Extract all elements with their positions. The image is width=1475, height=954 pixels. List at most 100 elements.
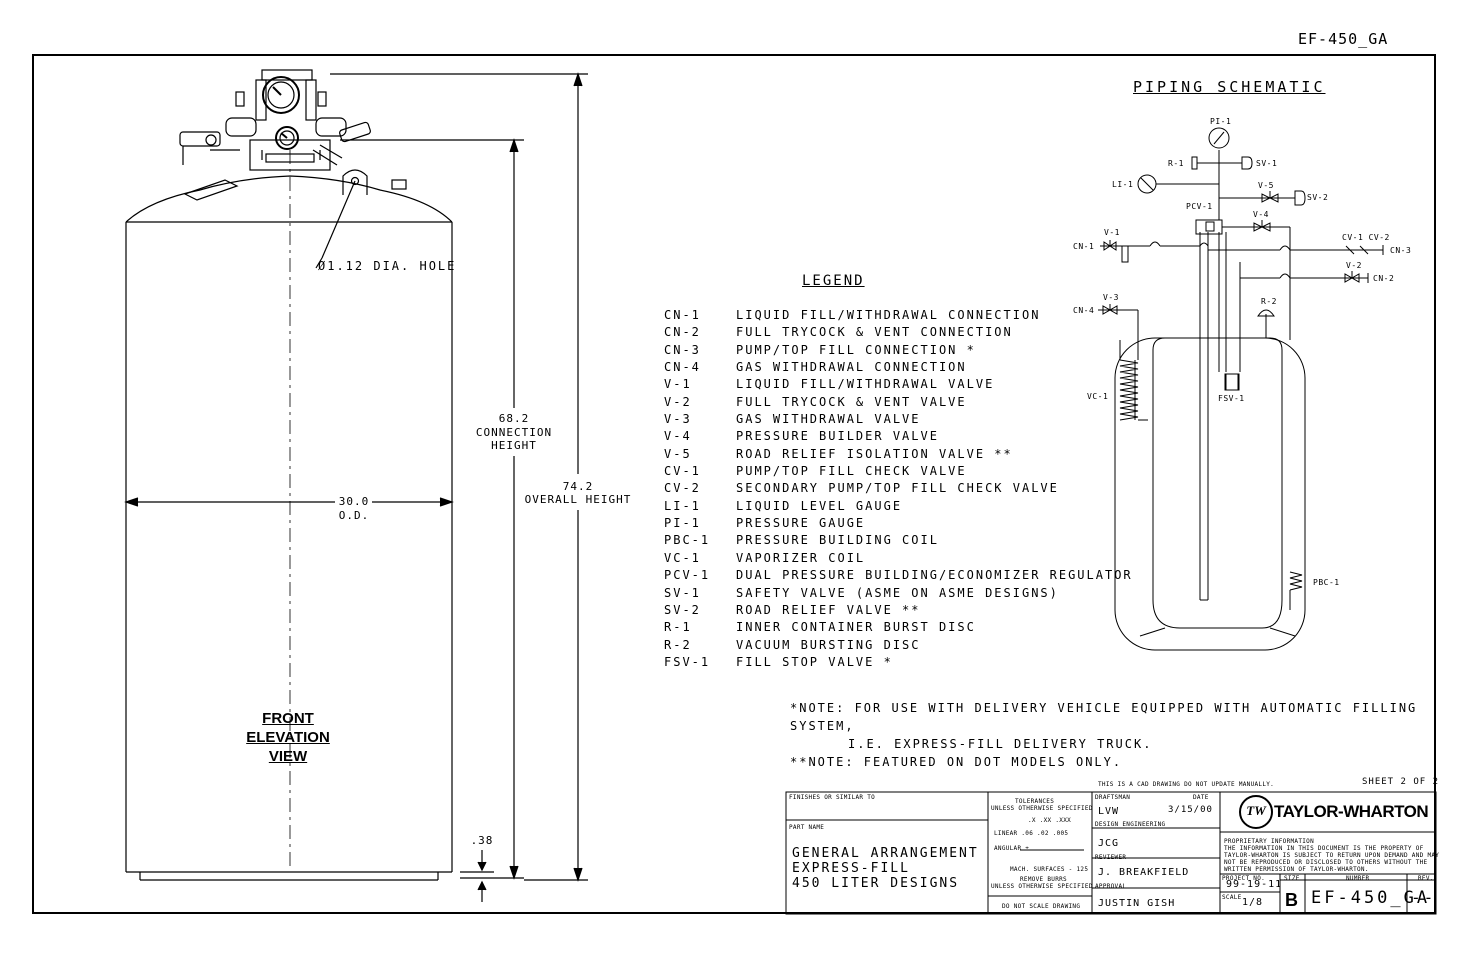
legend-description: ROAD RELIEF ISOLATION VALVE **: [736, 446, 1013, 461]
legend-description: DUAL PRESSURE BUILDING/ECONOMIZER REGULA…: [736, 568, 1133, 583]
legend-description: LIQUID FILL/WITHDRAWAL CONNECTION: [736, 308, 1041, 322]
label-pi1: PI-1: [1210, 117, 1232, 126]
note-2: **NOTE: FEATURED ON DOT MODELS ONLY.: [790, 755, 1123, 769]
proprietary-line-2: THE INFORMATION IN THIS DOCUMENT IS THE …: [1224, 845, 1424, 852]
label-v2: V-2: [1346, 261, 1362, 270]
legend-code: V-5: [664, 446, 692, 461]
drawing-border: [32, 54, 1436, 914]
revision-value: --: [1411, 888, 1437, 907]
scale-label: SCALE: [1222, 894, 1242, 901]
label-v1: V-1: [1104, 228, 1120, 237]
legend-description: SAFETY VALVE (ASME ON ASME DESIGNS): [736, 585, 1059, 600]
title-block-grid: [785, 791, 1437, 915]
legend-code: V-2: [664, 394, 692, 409]
date-value: 3/15/00: [1168, 805, 1213, 815]
view-label-line-3: VIEW: [268, 748, 308, 765]
note-1-line-1: *NOTE: FOR USE WITH DELIVERY VEHICLE EQU…: [790, 701, 1418, 733]
size-label: SIZE: [1284, 875, 1300, 882]
overall-height-value: 74.2: [562, 480, 594, 493]
proprietary-line-5: WRITTEN PERMISSION OF TAYLOR-WHARTON.: [1224, 866, 1369, 873]
part-name-line-2: EXPRESS-FILL: [792, 861, 910, 876]
top-plumbing: [179, 69, 371, 171]
piping-schematic-lines: [1098, 127, 1384, 651]
legend-code: LI-1: [664, 498, 701, 513]
label-v5: V-5: [1258, 181, 1274, 190]
remove-burrs-2: UNLESS OTHERWISE SPECIFIED: [991, 883, 1093, 890]
label-sv2: SV-2: [1307, 193, 1329, 202]
legend-item: V-4 PRESSURE BUILDER VALVE: [664, 428, 1133, 445]
legend-description: GAS WITHDRAWAL CONNECTION: [736, 360, 967, 375]
legend-title: LEGEND: [802, 273, 865, 289]
legend-code: SV-1: [664, 585, 701, 600]
view-label-line-2: ELEVATION: [246, 729, 330, 746]
legend-description: INNER CONTAINER BURST DISC: [736, 620, 976, 635]
tolerance-columns: .X .XX .XXX: [1028, 817, 1072, 824]
tolerances-label: TOLERANCES: [1015, 798, 1055, 805]
piping-schematic-title: PIPING SCHEMATIC: [1133, 78, 1326, 96]
company-name: TAYLOR-WHARTON: [1274, 802, 1429, 821]
label-cn4: CN-4: [1073, 306, 1095, 315]
part-name-line-3: 450 LITER DESIGNS: [792, 876, 960, 891]
foot-dimension: [460, 850, 494, 902]
legend-code: R-2: [664, 637, 692, 652]
legend-code: V-3: [664, 412, 692, 427]
view-label-line-1: FRONT: [262, 710, 314, 727]
connection-height-label-2: HEIGHT: [491, 439, 537, 452]
legend-code: CN-4: [664, 360, 701, 375]
front-elevation-view-label: FRONT ELEVATION VIEW: [246, 709, 330, 766]
label-v4: V-4: [1253, 210, 1269, 219]
label-fsv1: FSV-1: [1218, 394, 1245, 403]
proprietary-line-1: PROPRIETARY INFORMATION: [1224, 838, 1314, 845]
legend-description: LIQUID LEVEL GAUGE: [736, 498, 903, 513]
label-sv1: SV-1: [1256, 159, 1278, 168]
legend-code: CN-2: [664, 325, 701, 340]
connection-height-dimension: [340, 138, 524, 880]
tolerances-label-2: UNLESS OTHERWISE SPECIFIED: [991, 805, 1093, 812]
legend-code: V-4: [664, 429, 692, 444]
legend-item: CN-1 LIQUID FILL/WITHDRAWAL CONNECTION: [664, 307, 1133, 324]
legend-description: PRESSURE BUILDER VALVE: [736, 429, 939, 444]
design-engineering-label: DESIGN ENGINEERING: [1095, 821, 1166, 828]
connection-height-label: CONNECTION: [475, 426, 553, 439]
draftsman-label: DRAFTSMAN: [1095, 794, 1131, 801]
remove-burrs: REMOVE BURRS: [1020, 876, 1067, 883]
overall-height-label: OVERALL HEIGHT: [524, 493, 632, 506]
machined-surfaces: MACH. SURFACES - 125: [1010, 866, 1089, 873]
legend-code: CN-1: [664, 308, 701, 322]
proprietary-line-3: TAYLOR-WHARTON IS SUBJECT TO RETURN UPON…: [1224, 852, 1440, 859]
notes: *NOTE: FOR USE WITH DELIVERY VEHICLE EQU…: [790, 699, 1475, 771]
legend-description: GAS WITHDRAWAL VALVE: [736, 412, 921, 427]
label-v3: V-3: [1103, 293, 1119, 302]
number-label: NUMBER: [1346, 875, 1370, 882]
cad-note: THIS IS A CAD DRAWING DO NOT UPDATE MANU…: [1098, 781, 1275, 788]
part-name-label: PART NAME: [789, 824, 825, 831]
design-engineering-value: JCG: [1098, 838, 1120, 849]
legend-code: FSV-1: [664, 654, 711, 669]
connection-height-value: 68.2: [498, 412, 530, 425]
linear-tolerance: LINEAR .06 .02 .005: [994, 830, 1069, 837]
legend-item: SV-1 SAFETY VALVE (ASME ON ASME DESIGNS): [664, 585, 1133, 602]
angular-tolerance: ANGULAR ±: [994, 845, 1030, 852]
revision-label: REV.: [1418, 875, 1434, 882]
label-li1: LI-1: [1112, 180, 1134, 189]
label-vc1: VC-1: [1087, 392, 1109, 401]
legend-description: SECONDARY PUMP/TOP FILL CHECK VALVE: [736, 481, 1059, 496]
date-label: DATE: [1193, 794, 1209, 801]
project-number-label: PROJECT NO.: [1222, 875, 1266, 882]
legend-description: VACUUM BURSTING DISC: [736, 637, 921, 652]
approval-value: JUSTIN GISH: [1098, 898, 1176, 909]
label-cn1: CN-1: [1073, 242, 1095, 251]
do-not-scale: DO NOT SCALE DRAWING: [1002, 903, 1081, 910]
reviewer-value: J. BREAKFIELD: [1098, 867, 1190, 878]
legend-item: CN-4 GAS WITHDRAWAL CONNECTION: [664, 359, 1133, 376]
